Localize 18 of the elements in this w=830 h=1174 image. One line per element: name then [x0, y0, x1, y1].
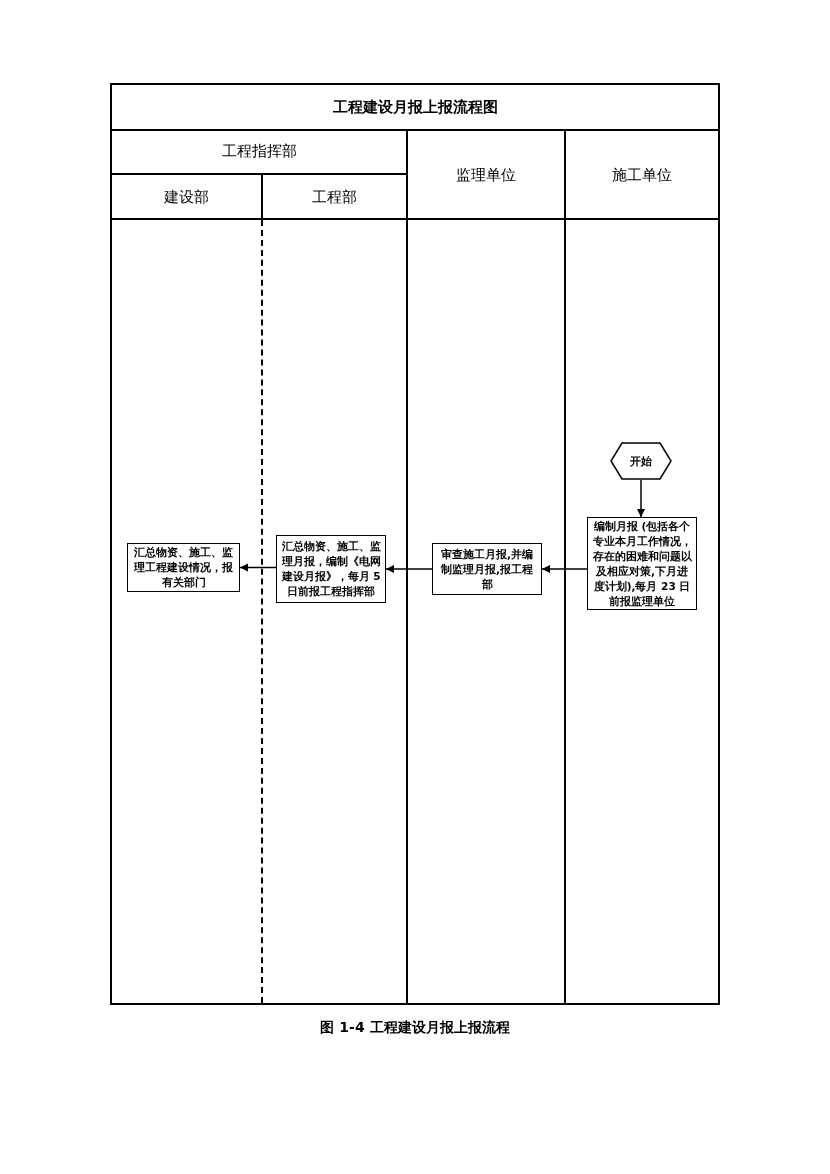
arrow: [239, 563, 277, 572]
swimlane: [564, 129, 720, 1005]
process-box: 汇总物资、施工、监理工程建设情况，报有关部门: [127, 543, 240, 592]
start-hexagon: 开始: [610, 442, 672, 480]
lane-header: 建设部: [110, 173, 263, 220]
lane-header: 监理单位: [406, 129, 566, 220]
process-box: 审查施工月报,并编制监理月报,报工程部: [432, 543, 542, 595]
arrow: [541, 565, 588, 573]
group-header: 工程指挥部: [221, 141, 297, 161]
diagram-title: 工程建设月报上报流程图: [110, 83, 720, 131]
figure-caption: 图 1-4 工程建设月报上报流程: [320, 1019, 510, 1037]
arrow: [637, 479, 645, 518]
lane-header: 施工单位: [564, 129, 720, 220]
arrow: [385, 565, 433, 573]
lane-header: 工程部: [261, 173, 408, 220]
process-box: 编制月报 (包括各个专业本月工作情况，存在的困难和问题以及相应对策,下月进度计划),每月 23 日前报监理单位: [587, 517, 697, 610]
lane-group: [110, 129, 408, 1005]
process-box: 汇总物资、施工、监理月报，编制《电网建设月报》，每月 5 日前报工程指挥部: [276, 535, 386, 603]
